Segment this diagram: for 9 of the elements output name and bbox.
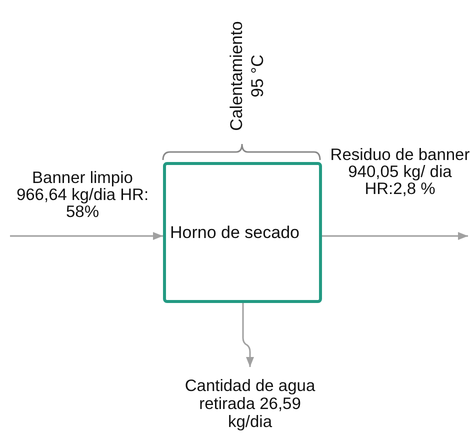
process-box <box>163 162 322 303</box>
arrow <box>242 303 254 367</box>
stream-label: Residuo de banner 940,05 kg/ dia HR:2,8 % <box>330 147 470 198</box>
stream-label: Banner limpio 966,64 kg/dia HR: 58% <box>15 170 150 221</box>
heating-label: Calentamiento 95 °C <box>226 20 268 133</box>
arrow <box>10 232 163 240</box>
output-label: Cantidad de agua retirada 26,59 kg/dia <box>184 377 316 431</box>
arrow <box>322 232 468 240</box>
process-label: Horno de secado <box>170 224 300 242</box>
